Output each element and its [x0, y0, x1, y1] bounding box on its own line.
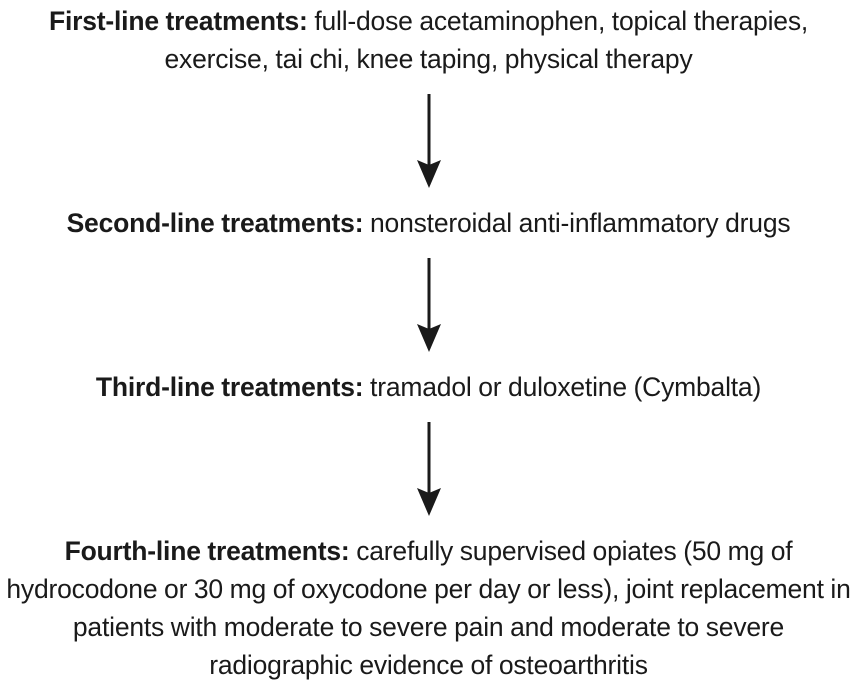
step-body-first-line: full-dose acetaminophen, topical therapi… [164, 6, 809, 74]
flowchart-step-fourth-line: Fourth-line treatments: carefully superv… [0, 532, 857, 684]
step-label-second-line: Second-line treatments: [66, 208, 364, 238]
flowchart-step-first-line: First-line treatments: full-dose acetami… [0, 2, 857, 78]
step-label-third-line: Third-line treatments: [95, 372, 364, 402]
arrow-step1-to-step2 [409, 94, 449, 190]
flowchart-step-third-line: Third-line treatments: tramadol or dulox… [0, 368, 857, 406]
arrow-step2-to-step3 [409, 258, 449, 354]
step-body-second-line: nonsteroidal anti-inflammatory drugs [363, 208, 791, 238]
step-label-fourth-line: Fourth-line treatments: [64, 536, 350, 566]
flowchart-step-second-line: Second-line treatments: nonsteroidal ant… [0, 204, 857, 242]
arrow-step3-to-step4 [409, 422, 449, 518]
step-label-first-line: First-line treatments: [48, 6, 308, 36]
step-body-third-line: tramadol or duloxetine (Cymbalta) [363, 372, 762, 402]
